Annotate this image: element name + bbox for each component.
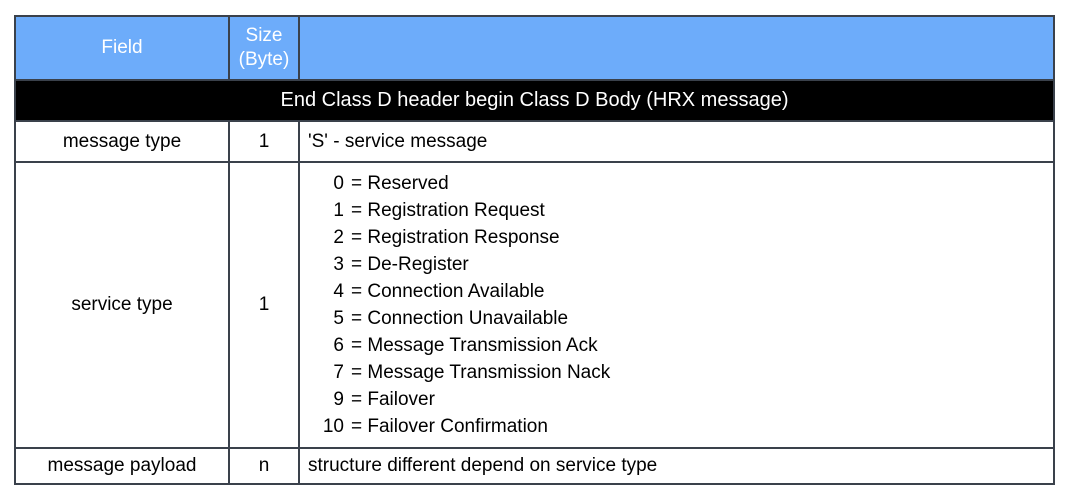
service-option-value: 10 [322,416,344,437]
service-option-label: = Registration Request [351,200,545,221]
service-option-label: = Connection Unavailable [351,308,569,329]
field-description: 0 = Reserved 1 = Registration Request 2 = R… [298,161,1055,449]
message-format-table: Field Size (Byte) End Class D header beg… [14,15,1055,485]
column-header-description [298,15,1055,81]
service-option-value: 7 [333,362,344,383]
service-option-label: = Failover [351,389,435,410]
column-header-field: Field [14,15,230,81]
field-size: n [228,447,300,485]
service-option-value: 6 [333,335,344,356]
service-option-label: = Message Transmission Ack [351,335,598,356]
service-option-label: = Message Transmission Nack [351,362,611,383]
service-option: 9 = Failover [314,386,1053,413]
table-row-message-payload: message payload n structure different de… [14,447,1055,485]
field-name: service type [14,161,230,449]
service-option-value: 2 [333,227,344,248]
service-option-value: 0 [333,173,344,194]
service-option: 10 = Failover Confirmation [314,413,1053,440]
table-row-message-type: message type 1 'S' - service message [14,120,1055,163]
field-size: 1 [228,161,300,449]
table-row-service-type: service type 1 0 = Reserved 1 = Registrati… [14,161,1055,449]
service-option: 6 = Message Transmission Ack [314,332,1053,359]
field-description: 'S' - service message [298,120,1055,163]
service-option: 3 = De-Register [314,251,1053,278]
table-header-row: Field Size (Byte) [14,15,1055,81]
service-option-label: = De-Register [351,254,469,275]
service-option: 0 = Reserved [314,170,1053,197]
service-option: 7 = Message Transmission Nack [314,359,1053,386]
service-option-value: 3 [333,254,344,275]
service-option-value: 9 [333,389,344,410]
service-type-options: 0 = Reserved 1 = Registration Request 2 = R… [308,163,1053,447]
service-option-label: = Failover Confirmation [351,416,548,437]
service-option-label: = Connection Available [351,281,545,302]
field-description: structure different depend on service ty… [298,447,1055,485]
service-option-value: 1 [333,200,344,221]
service-option-label: = Registration Response [351,227,560,248]
service-option: 5 = Connection Unavailable [314,305,1053,332]
field-size: 1 [228,120,300,163]
service-option: 1 = Registration Request [314,197,1053,224]
field-name: message type [14,120,230,163]
column-header-size: Size (Byte) [228,15,300,81]
field-name: message payload [14,447,230,485]
service-option-label: = Reserved [351,173,449,194]
section-title: End Class D header begin Class D Body (H… [14,79,1055,122]
section-divider-row: End Class D header begin Class D Body (H… [14,79,1055,122]
service-option: 4 = Connection Available [314,278,1053,305]
service-option-value: 5 [333,308,344,329]
service-option: 2 = Registration Response [314,224,1053,251]
service-option-value: 4 [333,281,344,302]
